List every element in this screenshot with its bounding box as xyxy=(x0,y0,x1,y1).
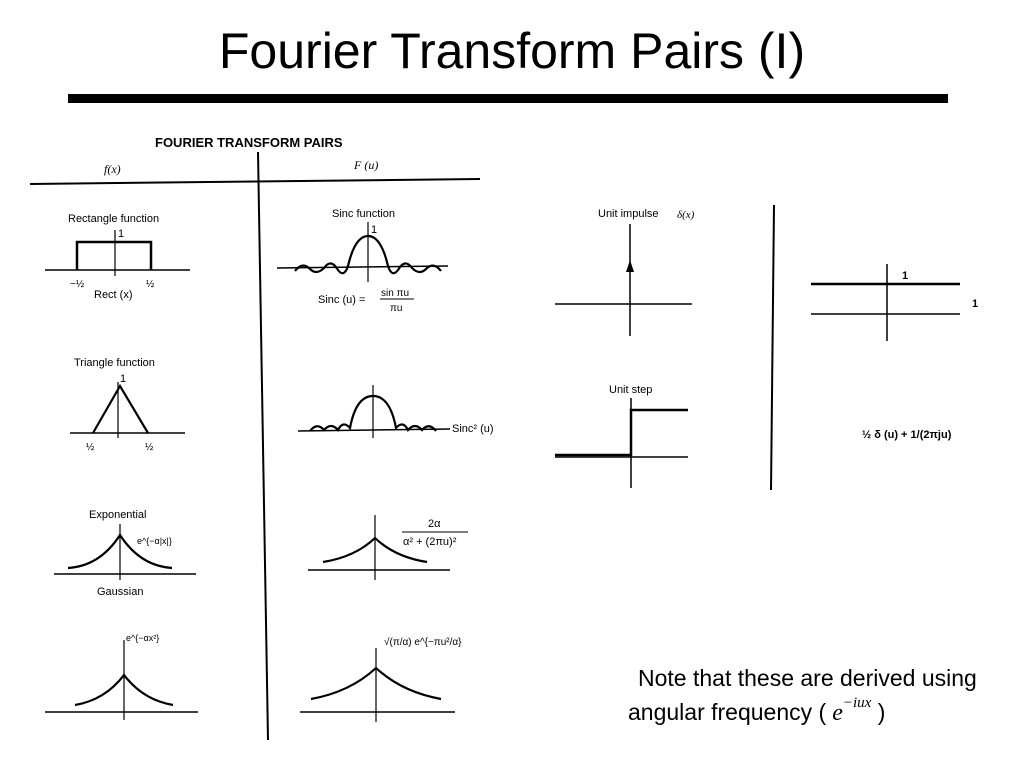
sinc-curve xyxy=(294,234,442,275)
right-divider xyxy=(770,204,775,491)
gaussian-curve xyxy=(74,673,174,707)
rect-caption: Rect (x) xyxy=(94,289,133,301)
step-curve xyxy=(555,408,688,457)
header-rule xyxy=(29,178,481,185)
sinc-label: Sinc function xyxy=(332,208,395,220)
note-expo-base: e xyxy=(832,700,843,726)
lorentz-curve xyxy=(322,536,428,564)
note-expo-power: −iux xyxy=(842,695,872,711)
table-heading: FOURIER TRANSFORM PAIRS xyxy=(155,135,343,150)
impulse-ft-side-one: 1 xyxy=(972,298,978,310)
sinc-formula-lhs: Sinc (u) = xyxy=(318,294,365,306)
sinc-formula-num: sin πu xyxy=(381,288,409,299)
sinc2-curve xyxy=(309,394,437,432)
impulse-arrowhead xyxy=(626,260,634,272)
note-line-2: angular frequency (e−iux ) xyxy=(628,693,1024,728)
step-label: Unit step xyxy=(609,384,652,396)
impulse-label: Unit impulse xyxy=(598,208,659,220)
rect-one: 1 xyxy=(118,228,124,240)
exponential-curve xyxy=(67,532,173,570)
triangle-right-tick: ½ xyxy=(145,442,154,453)
sinc-formula-den: πu xyxy=(390,303,402,314)
lorentz-numerator: 2α xyxy=(428,518,441,530)
gauss-ft-curve xyxy=(310,666,442,701)
impulse-symbol: δ(x) xyxy=(677,209,695,221)
lorentz-denominator: α² + (2πu)² xyxy=(403,536,457,548)
triangle-one: 1 xyxy=(120,373,126,385)
step-ft-formula: ½ δ (u) + 1/(2πju) xyxy=(862,429,952,441)
column-header-f: f(x) xyxy=(104,162,121,176)
rect-label: Rectangle function xyxy=(68,213,159,225)
triangle-curve xyxy=(92,383,149,434)
rect-pos-half: ½ xyxy=(146,279,155,290)
column-header-F: F (u) xyxy=(353,158,378,172)
note-line-1: Note that these are derived using xyxy=(638,665,977,691)
note-text: Note that these are derived using angula… xyxy=(628,664,1024,728)
triangle-label: Triangle function xyxy=(74,357,155,369)
rect-curve xyxy=(75,240,153,270)
note-line-2-prefix: angular frequency ( xyxy=(628,699,827,725)
triangle-left-tick: ½ xyxy=(86,442,95,453)
gauss-ft-formula: √(π/α) e^{−πu²/α} xyxy=(384,636,462,648)
sinc-one: 1 xyxy=(371,224,377,236)
gaussian-label: Gaussian xyxy=(97,586,143,598)
impulse-ft-one: 1 xyxy=(902,270,908,282)
sinc-axis-x xyxy=(276,265,449,269)
gaussian-formula: e^{−αx²} xyxy=(126,633,159,643)
sinc2-label: Sinc² (u) xyxy=(452,423,494,435)
center-divider xyxy=(257,151,269,741)
exponential-formula: e^{−α|x|} xyxy=(137,536,172,546)
slide-title: Fourier Transform Pairs (I) xyxy=(218,23,806,79)
note-exponential: e−iux xyxy=(832,695,871,726)
exponential-label: Exponential xyxy=(89,509,147,521)
rect-neg-half: −½ xyxy=(70,279,85,290)
title-rule xyxy=(68,94,948,103)
sinc2-axis-x xyxy=(297,428,451,432)
note-line-2-suffix: ) xyxy=(877,699,886,725)
